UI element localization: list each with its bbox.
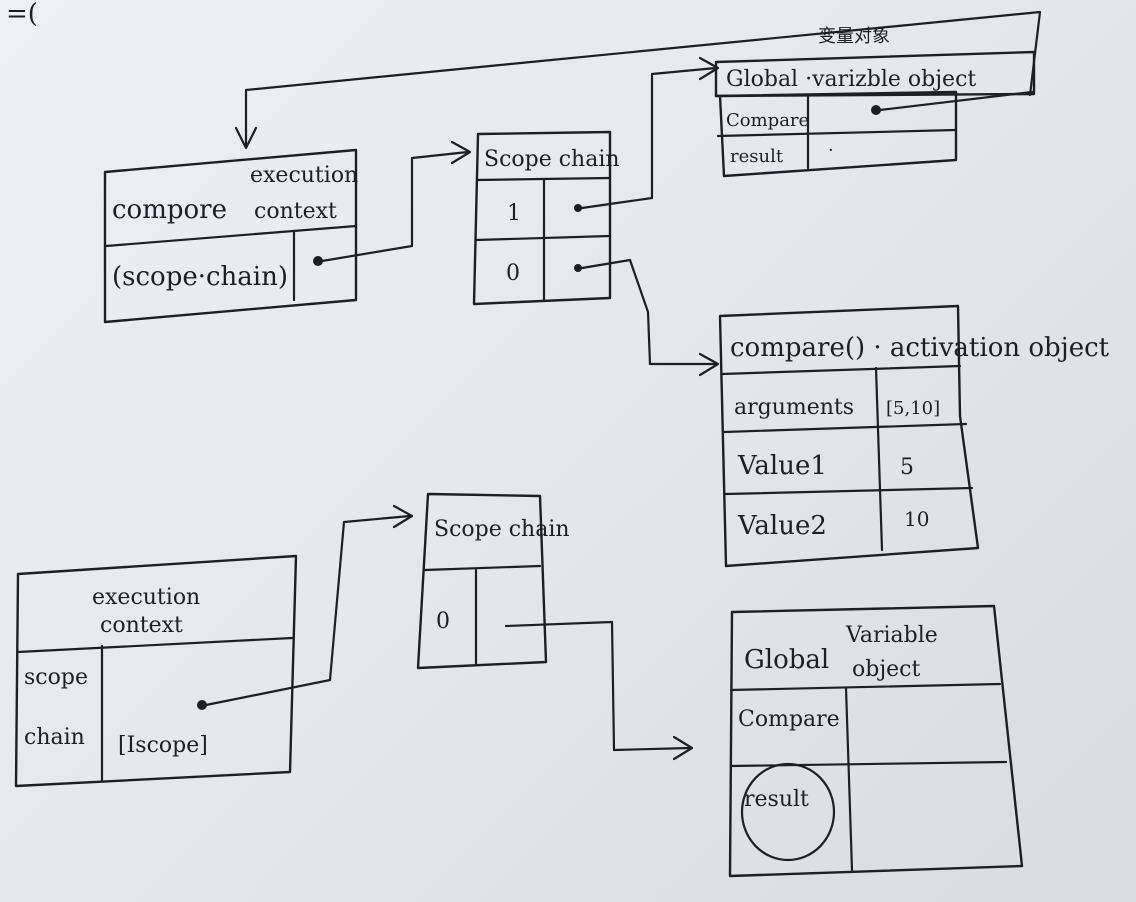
global-vo-row-compare-name: Compare xyxy=(726,110,809,131)
bottom-scope-chain-index-0: 0 xyxy=(436,609,450,634)
top-scope-chain-index-0: 0 xyxy=(506,261,520,286)
arrow-scope-1-to-global-head xyxy=(698,56,720,81)
bottom-global-vo-frame xyxy=(728,604,1024,878)
bottom-global-vo-title-1: Global xyxy=(744,645,829,675)
bottom-scope-chain-frame xyxy=(416,492,548,670)
global-vo-chinese-note: 变量对象 xyxy=(818,26,890,47)
top-scope-chain-title: Scope chain xyxy=(484,147,620,172)
bottom-context-title-2: context xyxy=(100,613,183,638)
top-context-title-right-2: context xyxy=(254,199,337,224)
bottom-context-frame xyxy=(14,554,298,788)
arrow-scope-1-to-global xyxy=(580,66,718,210)
arrow-global-to-context-head xyxy=(234,126,258,150)
activation-arguments-name: arguments xyxy=(734,395,854,420)
top-execution-context: compore execution context (scope·chain) xyxy=(103,148,358,324)
arrow-bottom-scope-to-global-head xyxy=(672,735,694,761)
activation-object-title: compare() · activation object xyxy=(730,333,1110,363)
bottom-global-vo-divider-1 xyxy=(729,682,1002,692)
top-scope-chain-index-1: 1 xyxy=(507,201,521,226)
activation-object-divider-2 xyxy=(722,422,968,434)
bottom-context-scope-value: [Iscope] xyxy=(118,733,208,758)
bottom-scope-chain-divider xyxy=(423,564,542,572)
top-context-divider xyxy=(104,224,358,248)
bottom-context-scope-label-2: chain xyxy=(24,725,85,750)
top-scope-chain: Scope chain 1 0 xyxy=(472,130,620,306)
arrow-context-to-scope-chain-head xyxy=(450,140,472,165)
activation-object-divider-3 xyxy=(724,486,974,496)
activation-object-divider-1 xyxy=(720,364,962,376)
activation-arguments-value: [5,10] xyxy=(886,398,940,419)
arrow-scope-0-to-activation xyxy=(580,258,718,366)
bottom-global-vo-title-3: object xyxy=(852,657,920,682)
top-context-frame xyxy=(103,148,358,324)
global-vo-compare-pointer xyxy=(871,105,881,115)
top-scope-chain-pointer-0 xyxy=(574,264,582,272)
global-variable-object-top: 变量对象 Global ·varizble object Compare res… xyxy=(714,26,1036,178)
activation-value1-name: Value1 xyxy=(737,451,827,481)
bottom-global-vo-column-divider xyxy=(844,686,854,872)
bottom-context-pointer-dot xyxy=(197,700,207,710)
bottom-scope-chain: Scope chain 0 xyxy=(416,492,570,670)
result-circle-annotation xyxy=(740,762,836,862)
global-vo-row-divider xyxy=(716,128,958,138)
arrow-bottom-scope-to-global xyxy=(504,620,692,752)
activation-value1-value: 5 xyxy=(900,455,914,480)
activation-value2-value: 10 xyxy=(904,507,929,531)
arrow-context-to-scope-chain xyxy=(320,150,470,263)
arrow-scope-0-to-activation-head xyxy=(698,352,720,377)
arrow-compare-pointer xyxy=(878,90,1034,112)
bottom-global-vo-title-2: Variable xyxy=(845,623,938,648)
activation-value2-name: Value2 xyxy=(737,511,827,541)
activation-object-frame xyxy=(718,304,980,568)
bottom-global-vo-result-name: result xyxy=(744,787,809,812)
top-scope-chain-frame xyxy=(472,130,612,306)
global-vo-title: Global ·varizble object xyxy=(726,67,976,92)
corner-mark: =( xyxy=(6,0,38,29)
bottom-global-vo-compare-name: Compare xyxy=(738,707,840,732)
global-vo-row-result-value: · xyxy=(828,140,834,161)
activation-object: compare() · activation object arguments … xyxy=(718,304,1110,568)
bottom-context-scope-label-1: scope xyxy=(24,665,88,690)
arrow-bottom-context-to-scope xyxy=(204,514,412,707)
top-context-scope-label: (scope·chain) xyxy=(112,262,288,292)
global-vo-body-frame xyxy=(714,90,958,178)
bottom-context-divider xyxy=(16,636,294,654)
global-vo-title-frame xyxy=(714,50,1036,98)
bottom-context-title-1: execution xyxy=(92,585,200,610)
bottom-scope-chain-title: Scope chain xyxy=(434,517,570,542)
top-scope-chain-divider-1 xyxy=(475,176,612,182)
top-scope-chain-pointer-1 xyxy=(574,204,582,212)
top-context-title-left: compore xyxy=(112,195,227,225)
top-context-pointer-dot xyxy=(313,256,323,266)
global-variable-object-bottom: Global Variable object Compare result xyxy=(728,604,1024,878)
global-vo-row-result-name: result xyxy=(730,146,784,167)
bottom-global-vo-divider-2 xyxy=(729,760,1008,768)
activation-object-column-divider xyxy=(874,366,884,552)
arrow-bottom-context-to-scope-head xyxy=(392,504,414,529)
top-context-title-right-1: execution xyxy=(250,163,358,188)
bottom-execution-context: execution context scope chain [Iscope] xyxy=(14,554,298,788)
